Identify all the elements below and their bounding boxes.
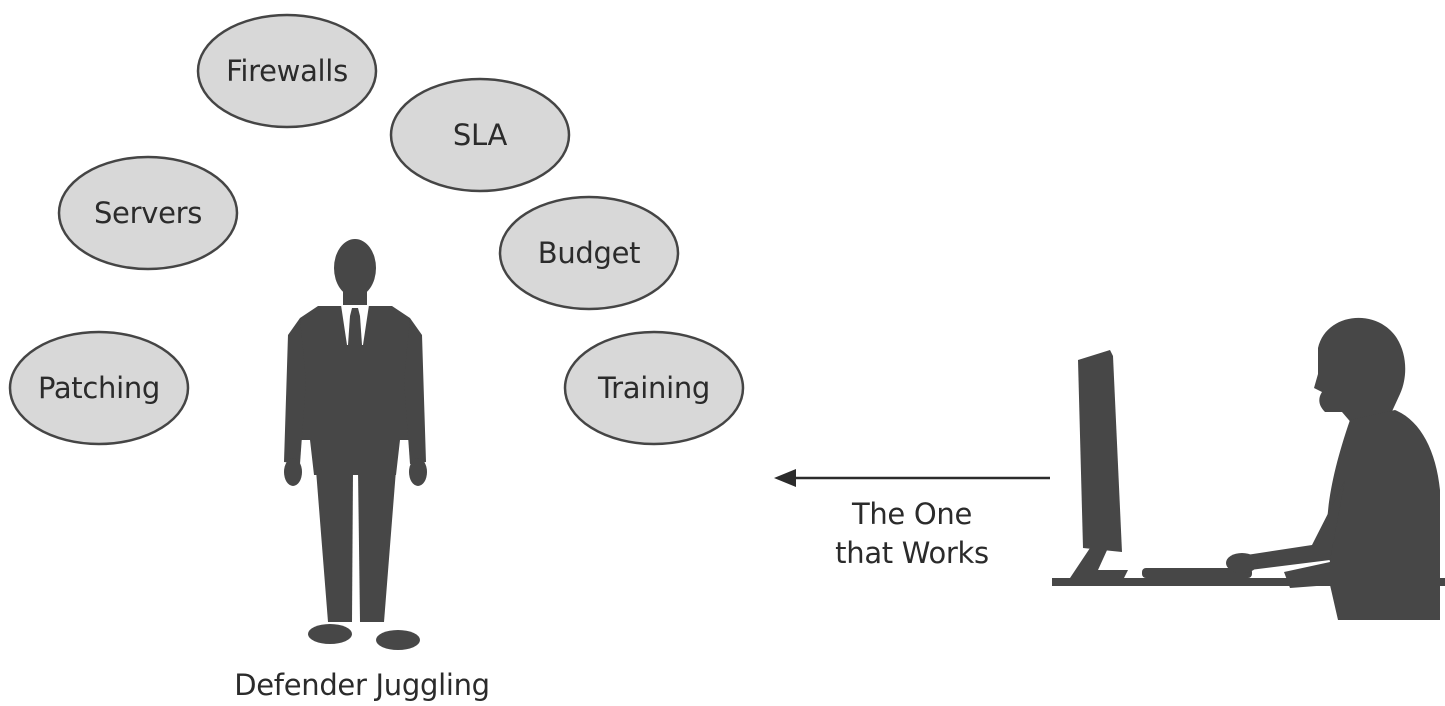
attacker-caption-line1: The One <box>851 497 972 531</box>
concern-label-patching: Patching <box>38 371 160 405</box>
concern-bubble-firewalls: Firewalls <box>196 13 378 129</box>
concern-bubble-sla: SLA <box>389 77 571 193</box>
concern-bubble-training: Training <box>563 330 745 446</box>
attack-arrow-icon <box>774 469 1050 487</box>
concern-bubble-patching: Patching <box>8 330 190 446</box>
concern-label-budget: Budget <box>538 236 641 270</box>
defender-caption: Defender Juggling <box>234 668 490 702</box>
attacker-computer-icon <box>1052 350 1445 586</box>
concern-label-firewalls: Firewalls <box>226 54 348 88</box>
concern-bubble-budget: Budget <box>498 195 680 311</box>
concern-label-training: Training <box>597 371 710 405</box>
attacker-caption-line2: that Works <box>835 536 989 570</box>
attacker-silhouette-icon <box>1226 317 1440 620</box>
concern-label-servers: Servers <box>94 196 202 230</box>
defender-tie-icon <box>341 305 369 356</box>
concern-bubble-servers: Servers <box>57 155 239 271</box>
concern-label-sla: SLA <box>453 118 508 152</box>
defender-silhouette-icon <box>284 239 427 650</box>
